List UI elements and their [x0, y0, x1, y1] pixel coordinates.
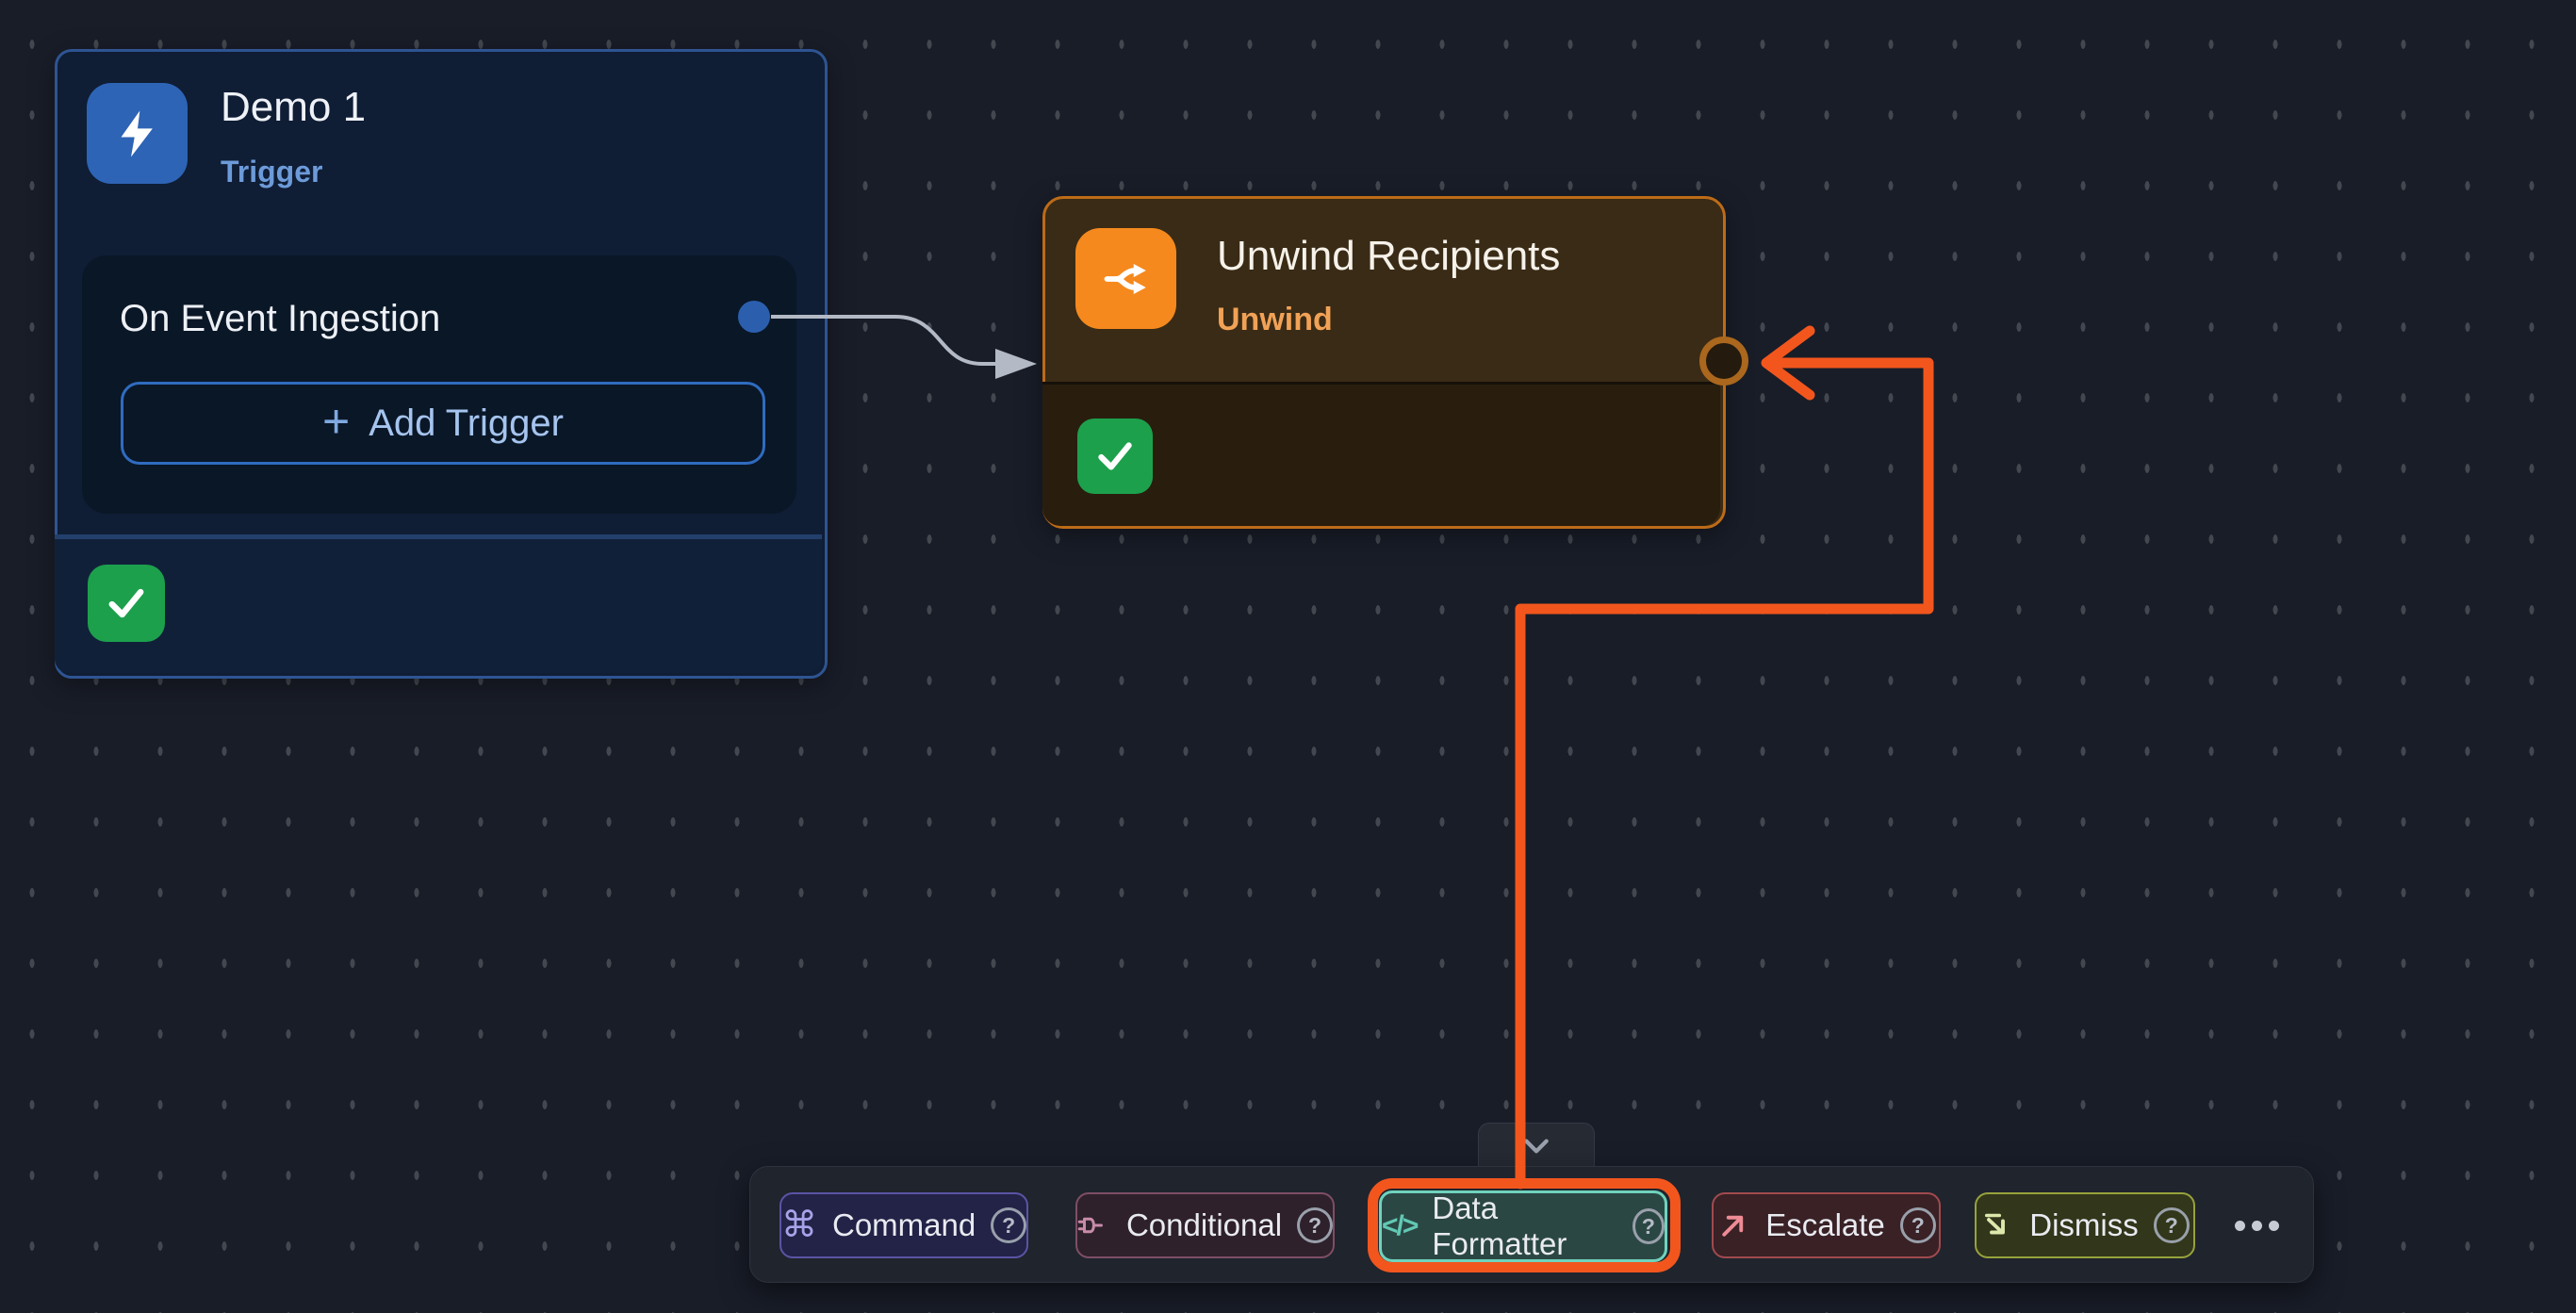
data-formatter-label: Data Formatter — [1432, 1190, 1567, 1261]
event-row-label[interactable]: On Event Ingestion — [120, 298, 441, 339]
output-connector-dot[interactable] — [738, 301, 770, 333]
trigger-node[interactable]: Demo 1 Trigger On Event Ingestion + Add … — [55, 49, 828, 679]
split-arrows-icon — [1075, 228, 1176, 329]
dismiss-button[interactable]: Dismiss ? — [1975, 1192, 2195, 1258]
help-icon[interactable]: ? — [991, 1207, 1026, 1243]
arrow-down-right-icon — [1985, 1213, 2006, 1235]
status-check-badge[interactable] — [1077, 419, 1153, 494]
add-trigger-label: Add Trigger — [369, 402, 564, 444]
dismiss-label: Dismiss — [2029, 1207, 2139, 1242]
data-formatter-button[interactable]: </> Data Formatter ? — [1379, 1190, 1667, 1262]
status-check-badge[interactable] — [88, 565, 165, 642]
chevron-down-icon — [1524, 1139, 1549, 1153]
unwind-node[interactable]: Unwind Recipients Unwind — [1042, 196, 1748, 529]
escalate-label: Escalate — [1765, 1207, 1885, 1242]
escalate-button[interactable]: Escalate ? — [1712, 1192, 1941, 1258]
node-footer-divider — [55, 534, 822, 539]
output-connector-ring[interactable] — [1699, 336, 1748, 386]
command-button[interactable]: ⌘ Command ? — [779, 1192, 1028, 1258]
plus-icon: + — [322, 395, 351, 448]
trigger-node-type-label: Trigger — [221, 155, 323, 189]
toolbar-collapse-tab[interactable] — [1478, 1123, 1595, 1168]
trigger-node-footer — [55, 539, 822, 673]
conditional-label: Conditional — [1125, 1207, 1283, 1242]
conditional-button[interactable]: Conditional ? — [1075, 1192, 1335, 1258]
help-icon[interactable]: ? — [1899, 1207, 1936, 1243]
help-icon[interactable]: ? — [1632, 1208, 1665, 1244]
more-options-button[interactable] — [2214, 1192, 2299, 1258]
code-icon: </> — [1382, 1210, 1419, 1241]
action-toolbar: ⌘ Command ? Conditional ? </> Data Forma… — [749, 1166, 2314, 1283]
command-label: Command — [832, 1207, 976, 1242]
arrow-up-right-icon — [1722, 1215, 1744, 1237]
ellipsis-icon — [2234, 1220, 2245, 1231]
unwind-node-footer — [1042, 382, 1720, 526]
command-icon: ⌘ — [781, 1206, 817, 1245]
help-icon[interactable]: ? — [1297, 1207, 1333, 1243]
unwind-node-type-label: Unwind — [1217, 302, 1333, 337]
plug-icon — [1077, 1217, 1103, 1234]
trigger-events-panel: On Event Ingestion + Add Trigger — [82, 255, 796, 514]
unwind-node-title: Unwind Recipients — [1217, 233, 1561, 279]
ellipsis-icon — [2251, 1220, 2262, 1231]
add-trigger-button[interactable]: + Add Trigger — [121, 382, 765, 465]
ellipsis-icon — [2268, 1220, 2279, 1231]
lightning-bolt-icon — [87, 83, 188, 184]
trigger-node-title: Demo 1 — [221, 84, 367, 130]
help-icon[interactable]: ? — [2153, 1207, 2190, 1243]
